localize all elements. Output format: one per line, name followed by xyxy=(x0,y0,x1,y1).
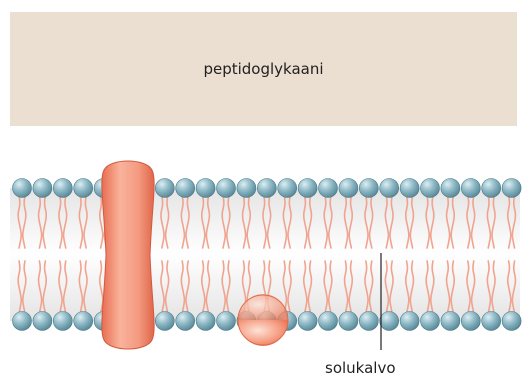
lipid-head xyxy=(257,179,276,198)
lipid-head xyxy=(53,312,72,331)
lipid-head xyxy=(176,312,195,331)
lipid-head xyxy=(482,179,501,198)
membrane-label: solukalvo xyxy=(325,359,435,377)
lipid-head xyxy=(155,312,174,331)
peptidoglycan-layer: peptidoglykaani xyxy=(10,12,517,126)
lipid-head xyxy=(74,179,93,198)
peptidoglycan-label: peptidoglykaani xyxy=(10,12,517,126)
lipid-head xyxy=(53,179,72,198)
lipid-head xyxy=(33,312,52,331)
lipid-head xyxy=(298,179,317,198)
lipid-head xyxy=(155,179,174,198)
lipid-head xyxy=(319,312,338,331)
lipid-head xyxy=(13,179,32,198)
lipid-head xyxy=(74,312,93,331)
lipid-head xyxy=(421,179,440,198)
lipid-head xyxy=(502,179,521,198)
lipid-head xyxy=(33,179,52,198)
lipid-head xyxy=(176,179,195,198)
lipid-head xyxy=(359,312,378,331)
peripheral-protein xyxy=(238,294,288,346)
lipid-head xyxy=(339,312,358,331)
lipid-head xyxy=(461,179,480,198)
lipid-head xyxy=(13,312,32,331)
lipid-head xyxy=(400,312,419,331)
lipid-head xyxy=(217,312,236,331)
lipid-head xyxy=(421,312,440,331)
cell-membrane-diagram xyxy=(0,160,527,350)
lipid-head xyxy=(196,179,215,198)
lipid-head xyxy=(359,179,378,198)
lipid-head xyxy=(217,179,236,198)
lipid-head xyxy=(400,179,419,198)
lipid-head xyxy=(196,312,215,331)
lipid-head xyxy=(461,312,480,331)
lipid-head xyxy=(482,312,501,331)
lipid-head xyxy=(441,179,460,198)
lipid-head xyxy=(298,312,317,331)
lipid-head xyxy=(380,312,399,331)
lipid-head xyxy=(502,312,521,331)
lipid-head xyxy=(319,179,338,198)
lipid-head xyxy=(380,179,399,198)
lipid-head xyxy=(441,312,460,331)
lipid-head xyxy=(339,179,358,198)
lipid-head xyxy=(237,179,256,198)
transmembrane-protein xyxy=(102,161,154,349)
lipid-head xyxy=(278,179,297,198)
